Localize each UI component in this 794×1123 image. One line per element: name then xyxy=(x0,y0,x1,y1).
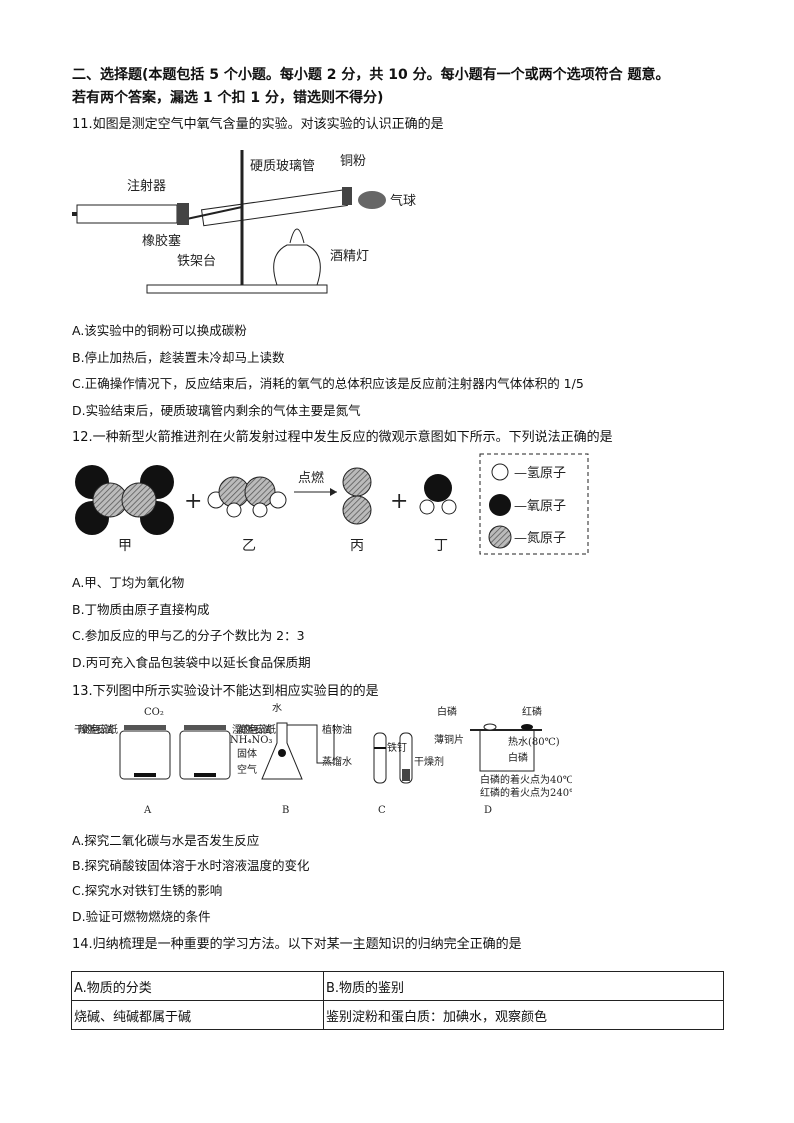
label-wet-paper: 湿润的蓝色石蕊试纸 xyxy=(232,723,276,736)
q11-option-d: D.实验结束后，硬质玻璃管内剩余的气体主要是氮气 xyxy=(72,403,361,418)
q13-option-a: A.探究二氧化碳与水是否发生反应 xyxy=(72,833,260,848)
legend-hydrogen: —氢原子 xyxy=(514,466,566,481)
label-hot-water: 热水(80℃) xyxy=(508,735,560,748)
label-copper-sheet: 薄铜片 xyxy=(434,733,464,746)
label-d: D xyxy=(484,805,492,816)
q13-option-b: B.探究硝酸铵固体溶于水时溶液温度的变化 xyxy=(72,858,310,873)
label-ignition-2: 红磷的着火点为240℃ xyxy=(480,786,572,799)
label-air: 空气 xyxy=(237,763,257,776)
label-ding: 丁 xyxy=(434,538,448,554)
q12-option-c: C.参加反应的甲与乙的分子个数比为 2：3 xyxy=(72,628,305,643)
q12-option-b: B.丁物质由原子直接构成 xyxy=(72,602,210,617)
legend-nitrogen: —氮原子 xyxy=(514,531,566,546)
q12-option-d: D.丙可充入食品包装袋中以延长食品保质期 xyxy=(72,655,311,670)
q13-option-c: C.探究水对铁钉生锈的影响 xyxy=(72,883,223,898)
q12-reaction-diagram: + 点燃 + 甲 乙 丙 丁 —氢原子 —氧原子 —氮原子 xyxy=(75,453,589,555)
legend-oxygen: —氧原子 xyxy=(514,499,566,514)
q13-experiments-figure: 干燥的蓝色石蕊试纸 CO₂ 湿润的蓝色石蕊试纸 A 水 NH₄NO₃ 固体 空气… xyxy=(74,703,572,816)
label-red-p: 红磷 xyxy=(522,705,542,718)
table-cell: 烧碱、纯碱都属于碱 xyxy=(71,1000,324,1030)
label-ignition-1: 白磷的着火点为40℃ xyxy=(480,773,572,786)
label-bing: 丙 xyxy=(350,538,364,554)
label-b: B xyxy=(282,805,289,816)
label-jia: 甲 xyxy=(118,538,132,554)
label-dry-paper: 干燥的蓝色石蕊试纸 xyxy=(74,723,118,736)
label-stopper: 橡胶塞 xyxy=(142,233,181,249)
label-copper: 铜粉 xyxy=(340,154,366,169)
label-syringe: 注射器 xyxy=(127,178,166,194)
label-white-p: 白磷 xyxy=(437,705,457,718)
label-balloon: 气球 xyxy=(390,193,416,209)
plus-sign: + xyxy=(184,489,202,514)
label-yi: 乙 xyxy=(242,538,256,554)
section-heading: 二、选择题(本题包括 5 个小题。每小题 2 分，共 10 分。每小题有一个或两… xyxy=(72,67,670,83)
table-cell: 鉴别淀粉和蛋白质：加碘水，观察颜色 xyxy=(323,1000,724,1030)
label-white-p2: 白磷 xyxy=(508,751,528,764)
label-oil: 植物油 xyxy=(322,723,352,736)
q14-stem: 14.归纳梳理是一种重要的学习方法。以下对某一主题知识的归纳完全正确的是 xyxy=(72,937,522,952)
q11-apparatus-figure: 注射器 硬质玻璃管 铜粉 气球 橡胶塞 铁架台 酒精灯 xyxy=(72,150,416,294)
condition-label: 点燃 xyxy=(298,470,324,486)
label-stand: 铁架台 xyxy=(177,254,216,269)
table-cell: B.物质的鉴别 xyxy=(323,971,724,1001)
q11-stem: 11.如图是测定空气中氧气含量的实验。对该实验的认识正确的是 xyxy=(72,117,444,132)
label-co2: CO₂ xyxy=(144,707,164,718)
label-nh4no3: NH₄NO₃ xyxy=(230,735,272,746)
label-lamp: 酒精灯 xyxy=(330,249,369,264)
label-desiccant: 干燥剂 xyxy=(414,755,444,768)
label-distilled: 蒸馏水 xyxy=(322,755,352,768)
q11-option-a: A.该实验中的铜粉可以换成碳粉 xyxy=(72,323,247,338)
q12-option-a: A.甲、丁均为氧化物 xyxy=(72,575,185,590)
label-tube: 硬质玻璃管 xyxy=(250,159,315,174)
label-nail: 铁钉 xyxy=(387,741,407,754)
section-heading-2: 若有两个答案，漏选 1 个扣 1 分，错选则不得分) xyxy=(72,90,384,106)
q12-stem: 12.一种新型火箭推进剂在火箭发射过程中发生反应的微观示意图如下所示。下列说法正… xyxy=(72,430,613,445)
plus-sign-2: + xyxy=(390,489,408,514)
q13-option-d: D.验证可燃物燃烧的条件 xyxy=(72,909,211,924)
table-cell: A.物质的分类 xyxy=(71,971,324,1001)
q13-stem: 13.下列图中所示实验设计不能达到相应实验目的的是 xyxy=(72,684,379,699)
label-water: 水 xyxy=(272,703,282,714)
table-row: 烧碱、纯碱都属于碱鉴别淀粉和蛋白质：加碘水，观察颜色 xyxy=(71,1000,724,1030)
label-solid: 固体 xyxy=(237,748,257,760)
q11-option-b: B.停止加热后，趁装置未冷却马上读数 xyxy=(72,350,285,365)
label-c: C xyxy=(378,805,386,816)
q11-option-c: C.正确操作情况下，反应结束后，消耗的氧气的总体积应该是反应前注射器内气体体积的… xyxy=(72,376,584,391)
label-a: A xyxy=(143,805,152,816)
